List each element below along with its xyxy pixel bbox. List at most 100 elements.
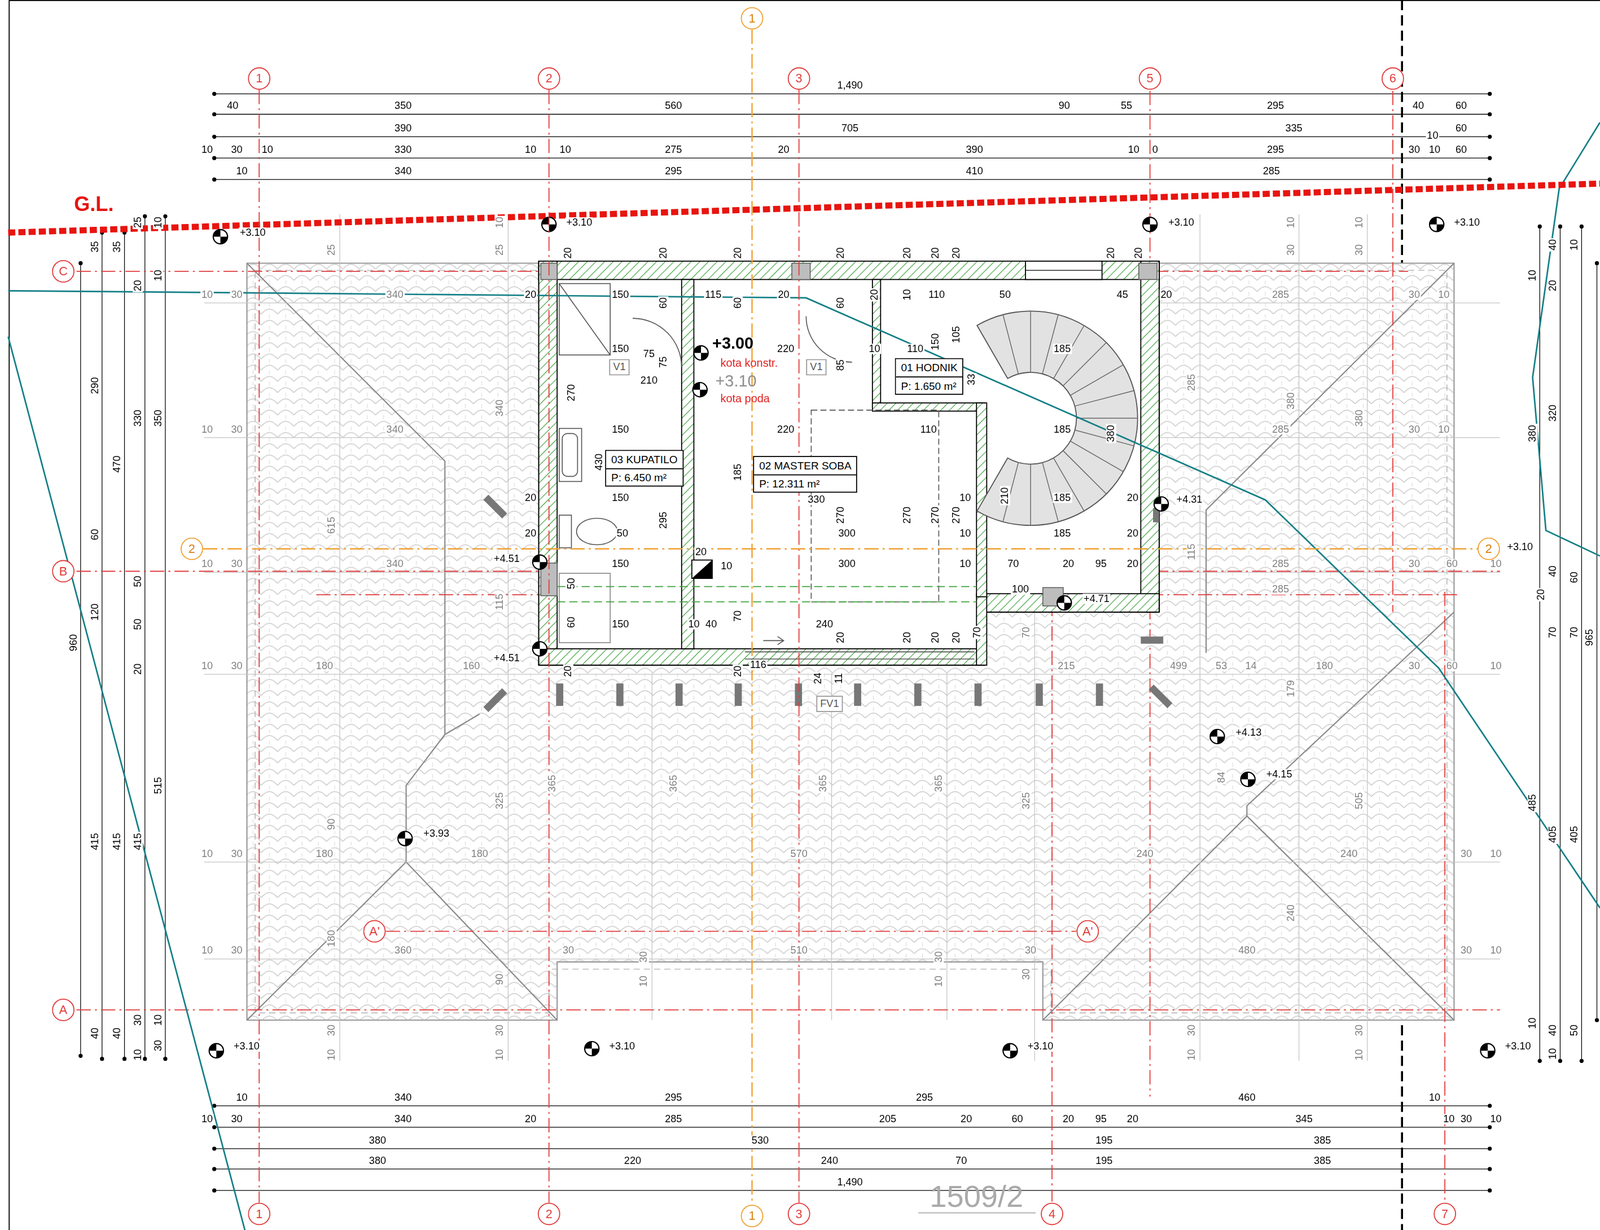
roof-dimension: 10 [1353, 1048, 1365, 1063]
building [691, 560, 713, 580]
dimension-label: 60 [1454, 145, 1468, 156]
dimension-label: 380 [367, 1135, 388, 1146]
axis-label: A' [1082, 925, 1094, 938]
roof-dimension: 10 [1353, 215, 1365, 230]
roof-dimension: 60 [1445, 661, 1459, 672]
main-axis-line [751, 29, 753, 1205]
building [632, 318, 682, 368]
grid-axis-bubble: B [51, 560, 75, 583]
roof-plan [247, 262, 446, 862]
dimension-label: 20 [930, 246, 941, 261]
dimension-label: 560 [663, 101, 683, 112]
roof-dimension: 25 [494, 243, 506, 257]
dimension-label: 20 [563, 664, 574, 679]
grid-lines [1051, 602, 1053, 1203]
dimension-label: 100 [1010, 584, 1030, 595]
dimension-label: 30 [1459, 1114, 1474, 1125]
roof-dimension-lines [204, 214, 1501, 1062]
elevation-marker [213, 229, 228, 244]
dimension-label: 335 [1284, 123, 1304, 134]
roof-dimension: 10 [200, 848, 214, 859]
roof-dimension: 340 [385, 424, 405, 435]
roof-dimension: 30 [230, 945, 244, 957]
dimension-label: 50 [615, 528, 630, 539]
grid-axis-bubble: A' [1076, 920, 1099, 944]
roof-dimension: 365 [668, 774, 679, 794]
dimension-label: 70 [954, 1155, 968, 1166]
roof-dimension-lines [1199, 214, 1201, 1062]
dimension-label: 20 [869, 288, 880, 302]
dimension-lines [214, 114, 1490, 115]
building [976, 310, 1138, 526]
dimension-label: 20 [835, 630, 846, 645]
building [562, 433, 578, 477]
grid-lines [76, 1009, 1501, 1011]
dimension-label: 10 [687, 619, 701, 630]
dimension-lines [80, 93, 1598, 1191]
room-label-box: 02 MASTER SOBAP: 12.311 m² [752, 456, 858, 493]
dimension-label: 10 [958, 559, 973, 570]
dimension-label: 11 [833, 672, 844, 685]
dimension-lines [214, 1127, 1490, 1128]
grid-axis-line [258, 89, 260, 1204]
dimension-label: 20 [835, 246, 846, 261]
dimension-label: 30 [132, 1013, 143, 1028]
window-tag: V1 [608, 358, 630, 376]
dimension-label: 185 [1052, 528, 1072, 539]
dimension-label: 405 [1548, 825, 1559, 845]
dimension-label: 120 [89, 602, 100, 622]
dimension-label: 20 [694, 546, 708, 558]
parcel-number-underline [918, 1212, 1036, 1214]
building [557, 601, 977, 603]
roof-brackets [734, 683, 743, 707]
dimension-label: 105 [950, 325, 962, 345]
dimension-label: 295 [663, 1092, 683, 1103]
dimension-label: 20 [1125, 528, 1140, 539]
roof-dimension: 70 [1021, 625, 1032, 640]
elevation-marker [1002, 1044, 1018, 1059]
roof-dimension: 240 [1135, 848, 1155, 859]
main-axis-line [203, 548, 1478, 550]
roof-dimension: 240 [1285, 903, 1296, 923]
window-code: FV1 [820, 698, 839, 711]
dimension-label: 1,490 [836, 80, 865, 91]
room-name: 02 MASTER SOBA [754, 457, 857, 476]
roof-brackets [483, 494, 1173, 713]
roof-dimension: 285 [1270, 584, 1291, 595]
dimension-label: 10 [958, 492, 973, 503]
dimension-label: 10 [1127, 145, 1141, 156]
building [559, 283, 611, 356]
dimension-label: 340 [393, 1092, 413, 1103]
window-code: V1 [612, 361, 626, 374]
dimension-label: 60 [1454, 123, 1468, 134]
dimension-label: 116 [748, 660, 767, 671]
elevation-marker [1210, 729, 1225, 744]
roof-dimension-lines [507, 214, 509, 1062]
roof-dimension: 180 [1314, 661, 1335, 672]
elevation-marker [584, 1041, 599, 1056]
dimension-lines [80, 262, 81, 1056]
roof-dimension: 180 [470, 848, 490, 859]
axis-label: 3 [795, 1208, 803, 1221]
dimension-label: 410 [965, 166, 985, 177]
elevation-label: +4.51 [492, 554, 521, 565]
dimension-label: 60 [658, 296, 669, 310]
roof-dimension: 325 [1021, 791, 1032, 811]
dimension-label: 10 [868, 343, 882, 354]
roof-brackets [483, 494, 507, 519]
dimension-label: 10 [1548, 1047, 1559, 1062]
grid-axis-bubble: 3 [787, 67, 811, 90]
dimension-label: 330 [132, 408, 143, 428]
dimension-label: 95 [1094, 559, 1108, 570]
dimension-label: 210 [639, 375, 659, 386]
roof-dimension: 10 [1436, 289, 1451, 300]
roof-dimension: 180 [314, 661, 335, 672]
dimension-lines [1581, 226, 1582, 1062]
building [559, 283, 975, 660]
roof-dimension: 30 [638, 950, 650, 964]
roof-dimension: 30 [1021, 967, 1032, 982]
building [1070, 441, 1124, 472]
dimension-label: 50 [998, 289, 1012, 300]
roof-dimension-lines [651, 673, 653, 1021]
